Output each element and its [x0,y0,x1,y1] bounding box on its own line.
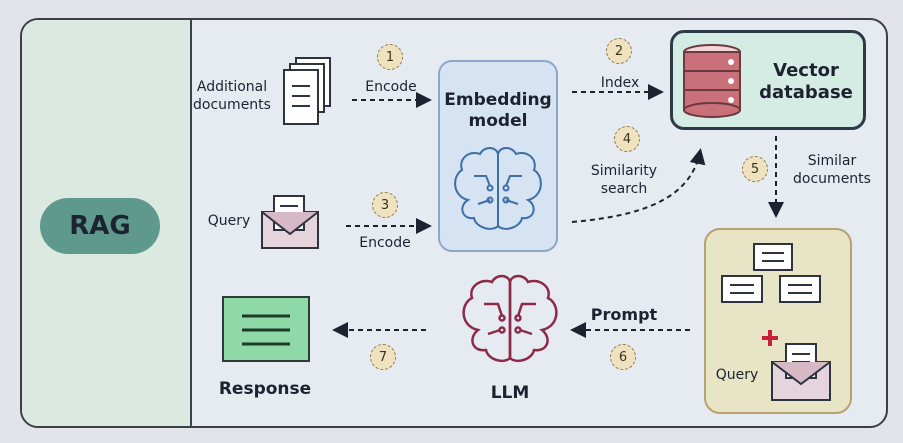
edge-similar-documents: Similar documents [793,153,871,187]
step-badge-2: 2 [606,38,632,64]
step-badge-7: 7 [370,344,396,370]
edge-encode-query: Encode [359,235,411,251]
step-badge-1: 1 [377,44,403,70]
edge-similarity-search: Similarity search [590,163,658,197]
edge-encode-docs: Encode [365,79,417,95]
additional-documents-label: Additional documents [193,79,271,113]
llm-label: LLM [490,383,530,403]
step-badge-5: 5 [742,156,768,182]
edge-index: Index [600,75,640,91]
context-query-label: Query [715,367,759,383]
context-box [704,228,852,414]
step-badge-3: 3 [372,192,398,218]
embedding-model-box [438,60,558,252]
response-label: Response [218,379,312,399]
response-document [222,296,310,362]
embedding-model-label: Embedding model [444,90,552,131]
step-badge-6: 6 [610,344,636,370]
rag-label: RAG [40,198,160,254]
vector-database-label: Vector database [759,60,853,103]
edge-prompt: Prompt [590,305,658,324]
query-input-label: Query [207,213,251,229]
step-badge-4: 4 [614,126,640,152]
